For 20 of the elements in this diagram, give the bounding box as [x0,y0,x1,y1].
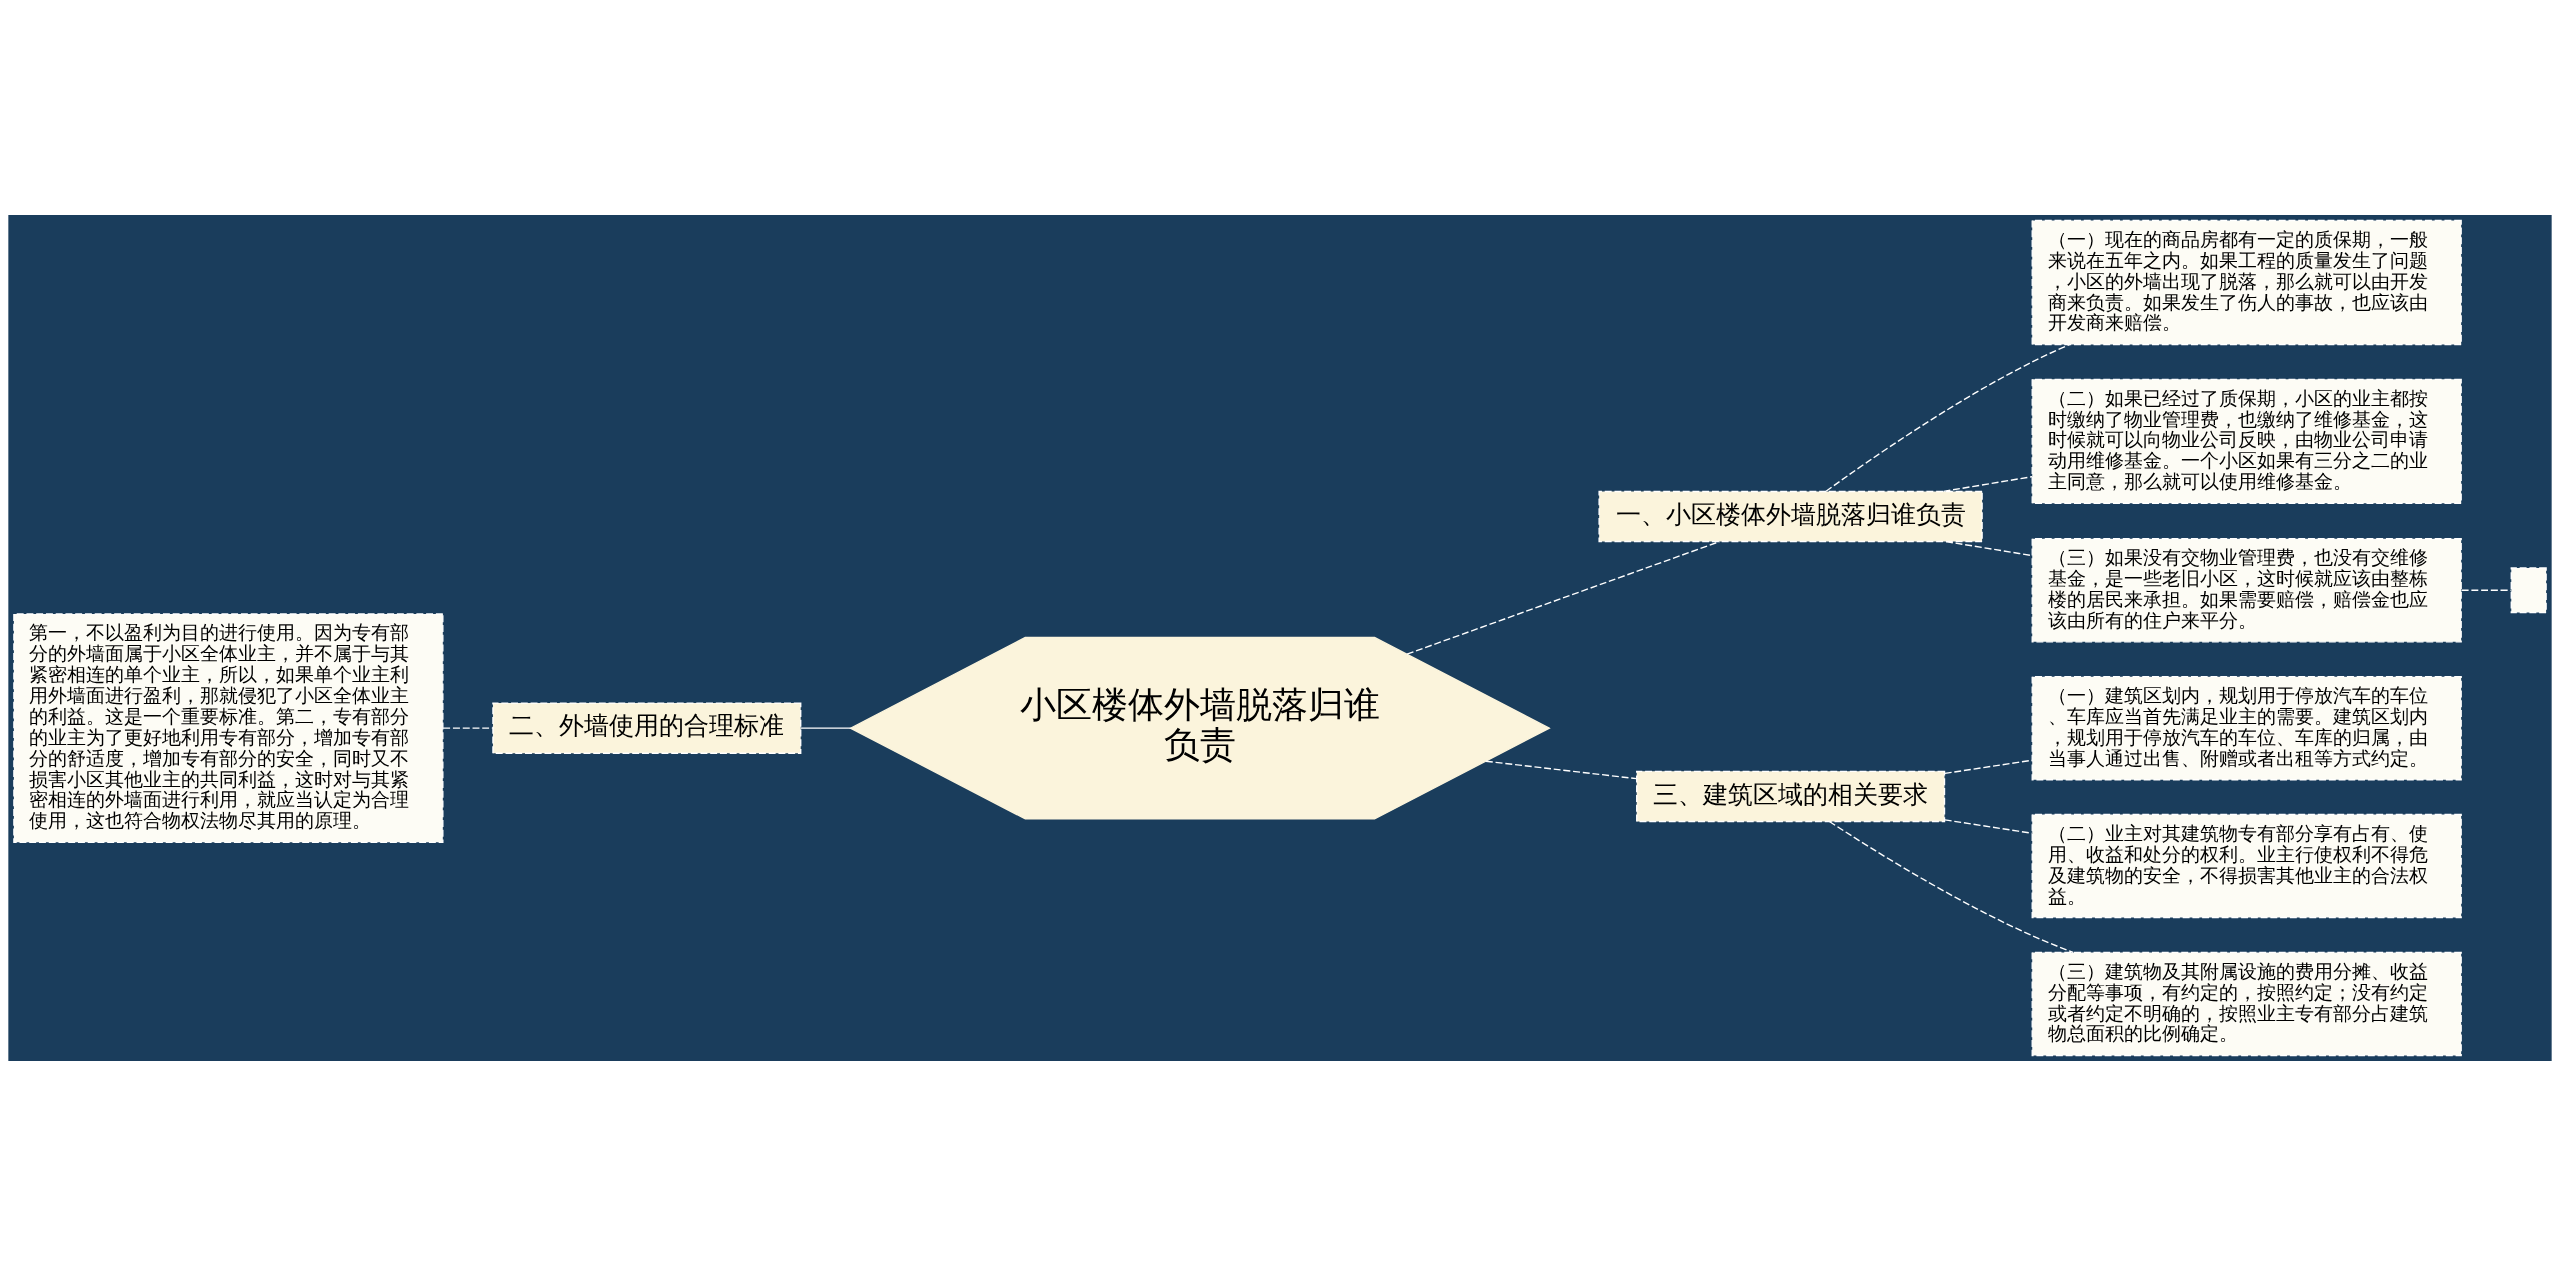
node-box: （一）现在的商品房都有一定的质保期，一般来说在五年之内。如果工程的质量发生了问题，小区的外墙出现了脱落，那么就可以由开发商来负责。如果发生了伤人的事故，也应该由开发商来赔偿。 [2031,219,2462,345]
node-box: （三）如果没有交物业管理费，也没有交维修基金，是一些老旧小区，这时候就应该由整栋楼的居民来承担。如果需要赔偿，赔偿金也应该由所有的住户来平分。 [2031,537,2462,643]
connector [2460,589,2512,591]
connector [800,726,852,729]
connector [1945,540,2033,556]
node-box: （三）建筑物及其附属设施的费用分摊、收益分配等事项，有约定的，按照约定；没有约定或者约定不明确的，按照业主专有部分占建筑物总面积的比例确定。 [2031,951,2462,1056]
node-box: 三、建筑区域的相关要求 [1636,770,1946,822]
node-box: 第一，不以盈利为目的进行使用。因为专有部分的外墙面属于小区全体业主，并不属于与其紧密相连的单个业主，所以，如果单个业主利用外墙面进行盈利，那就侵犯了小区全体业主的利益。这是一个重要标准。第二，专有部分的业主为了更好地利用专有部分，增加专有部分的舒适度，增加专有部分的安全，同时又不损害小区其他业主的共同利益，这时对与其紧密相连的外墙面进行利用，就应当认定为合理使用，这也符合物权法物尽其用的原理。 [13,612,444,843]
connector [1942,475,2033,492]
node-box: （二）业主对其建筑物专有部分享有占有、使用、收益和处分的权利。业主行使权利不得危及建筑物的安全，不得损害其他业主的合法权益。 [2031,813,2462,918]
connector [1944,818,2033,834]
node-box: 一、小区楼体外墙脱落归谁负责 [1598,490,1983,542]
connector [1485,760,1638,779]
node-box: （一）建筑区划内，规划用于停放汽车的车位、车库应当首先满足业主的需要。建筑区划内，规划用于停放汽车的车位、车库的归属，由当事人通过出售、附赠或者出租等方式约定。 [2031,675,2462,780]
connector [1828,820,2074,953]
connector [1825,343,2071,492]
node-box: （二）如果已经过了质保期，小区的业主都按时缴纳了物业管理费，也缴纳了维修基金，这时候就可以向物业公司反映，由物业公司申请动用维修基金。一个小区如果有三分之二的业主同意，那么就可以使用维修基金。 [2031,378,2462,504]
node-box: 二、外墙使用的合理标准 [492,701,802,754]
connector [442,726,494,729]
node-box [2510,566,2547,613]
